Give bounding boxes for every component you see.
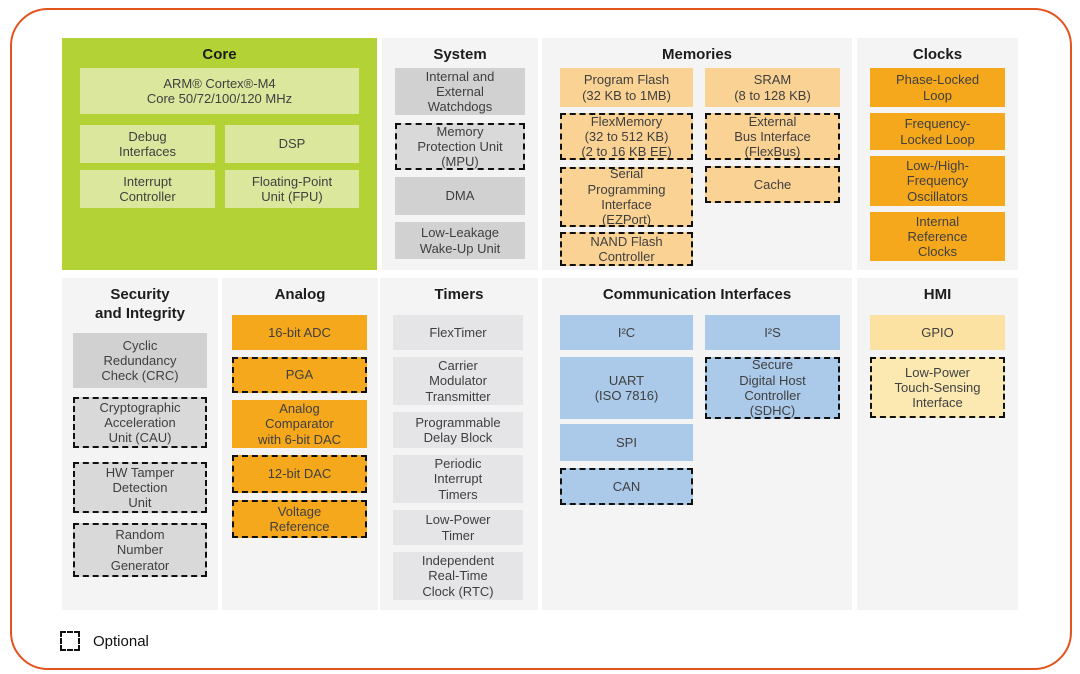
block-debug-interfaces: Debug Interfaces (80, 125, 215, 163)
block-llwu: Low-Leakage Wake-Up Unit (395, 222, 525, 259)
optional-dashed-box-icon (60, 631, 80, 651)
section-hmi-title: HMI (923, 286, 952, 303)
section-security: Security and Integrity Cyclic Redundancy… (62, 278, 218, 610)
block-fll: Frequency- Locked Loop (870, 113, 1005, 150)
legend: Optional (60, 631, 149, 651)
block-flexmemory: FlexMemory (32 to 512 KB) (2 to 16 KB EE… (560, 113, 693, 160)
section-clocks-title: Clocks (912, 46, 963, 63)
section-system-title: System (433, 46, 487, 63)
block-16bit-adc: 16-bit ADC (232, 315, 367, 350)
block-sdhc: Secure Digital Host Controller (SDHC) (705, 357, 840, 419)
block-periodic-interrupt-timers: Periodic Interrupt Timers (393, 455, 523, 503)
section-analog: Analog 16-bit ADC PGA Analog Comparator … (222, 278, 378, 610)
block-dsp: DSP (225, 125, 359, 163)
block-i2c: I²C (560, 315, 693, 350)
block-cache: Cache (705, 166, 840, 203)
block-i2s: I²S (705, 315, 840, 350)
block-arm-cortex-m4: ARM® Cortex®-M4 Core 50/72/100/120 MHz (80, 68, 359, 114)
block-programmable-delay: Programmable Delay Block (393, 412, 523, 448)
block-mpu: Memory Protection Unit (MPU) (395, 123, 525, 170)
section-memories-title: Memories (661, 46, 733, 63)
block-nand-flash-controller: NAND Flash Controller (560, 232, 693, 266)
block-oscillators: Low-/High- Frequency Oscillators (870, 156, 1005, 206)
block-program-flash: Program Flash (32 KB to 1MB) (560, 68, 693, 107)
section-core: Core ARM® Cortex®-M4 Core 50/72/100/120 … (62, 38, 377, 270)
block-fpu: Floating-Point Unit (FPU) (225, 170, 359, 208)
section-memories: Memories Program Flash (32 KB to 1MB) Fl… (542, 38, 852, 270)
block-flexbus: External Bus Interface (FlexBus) (705, 113, 840, 160)
block-watchdogs: Internal and External Watchdogs (395, 68, 525, 115)
block-uart: UART (ISO 7816) (560, 357, 693, 419)
block-sram: SRAM (8 to 128 KB) (705, 68, 840, 107)
block-carrier-modulator: Carrier Modulator Transmitter (393, 357, 523, 405)
block-interrupt-controller: Interrupt Controller (80, 170, 215, 208)
block-crc: Cyclic Redundancy Check (CRC) (73, 333, 207, 388)
block-pll: Phase-Locked Loop (870, 68, 1005, 107)
section-timers-title: Timers (434, 286, 484, 303)
section-analog-title: Analog (274, 286, 326, 303)
block-ezport: Serial Programming Interface (EZPort) (560, 166, 693, 227)
block-touch-sensing: Low-Power Touch-Sensing Interface (870, 357, 1005, 418)
block-can: CAN (560, 468, 693, 505)
legend-label: Optional (93, 632, 149, 650)
section-timers: Timers FlexTimer Carrier Modulator Trans… (380, 278, 538, 610)
block-flextimer: FlexTimer (393, 315, 523, 350)
section-security-title: Security and Integrity (94, 286, 185, 322)
block-analog-comparator: Analog Comparator with 6-bit DAC (232, 400, 367, 448)
block-rng: Random Number Generator (73, 523, 207, 577)
block-cau: Cryptographic Acceleration Unit (CAU) (73, 397, 207, 448)
block-spi: SPI (560, 424, 693, 461)
block-low-power-timer: Low-Power Timer (393, 510, 523, 545)
block-dma: DMA (395, 177, 525, 215)
block-hw-tamper: HW Tamper Detection Unit (73, 462, 207, 513)
section-clocks: Clocks Phase-Locked Loop Frequency- Lock… (857, 38, 1018, 270)
block-gpio: GPIO (870, 315, 1005, 350)
block-internal-reference-clocks: Internal Reference Clocks (870, 212, 1005, 261)
block-voltage-reference: Voltage Reference (232, 500, 367, 538)
section-core-title: Core (202, 46, 237, 63)
section-hmi: HMI GPIO Low-Power Touch-Sensing Interfa… (857, 278, 1018, 610)
section-comm-title: Communication Interfaces (602, 286, 792, 303)
section-system: System Internal and External Watchdogs M… (382, 38, 538, 270)
section-comm: Communication Interfaces I²C UART (ISO 7… (542, 278, 852, 610)
block-pga: PGA (232, 357, 367, 393)
block-rtc: Independent Real-Time Clock (RTC) (393, 552, 523, 600)
block-12bit-dac: 12-bit DAC (232, 455, 367, 493)
